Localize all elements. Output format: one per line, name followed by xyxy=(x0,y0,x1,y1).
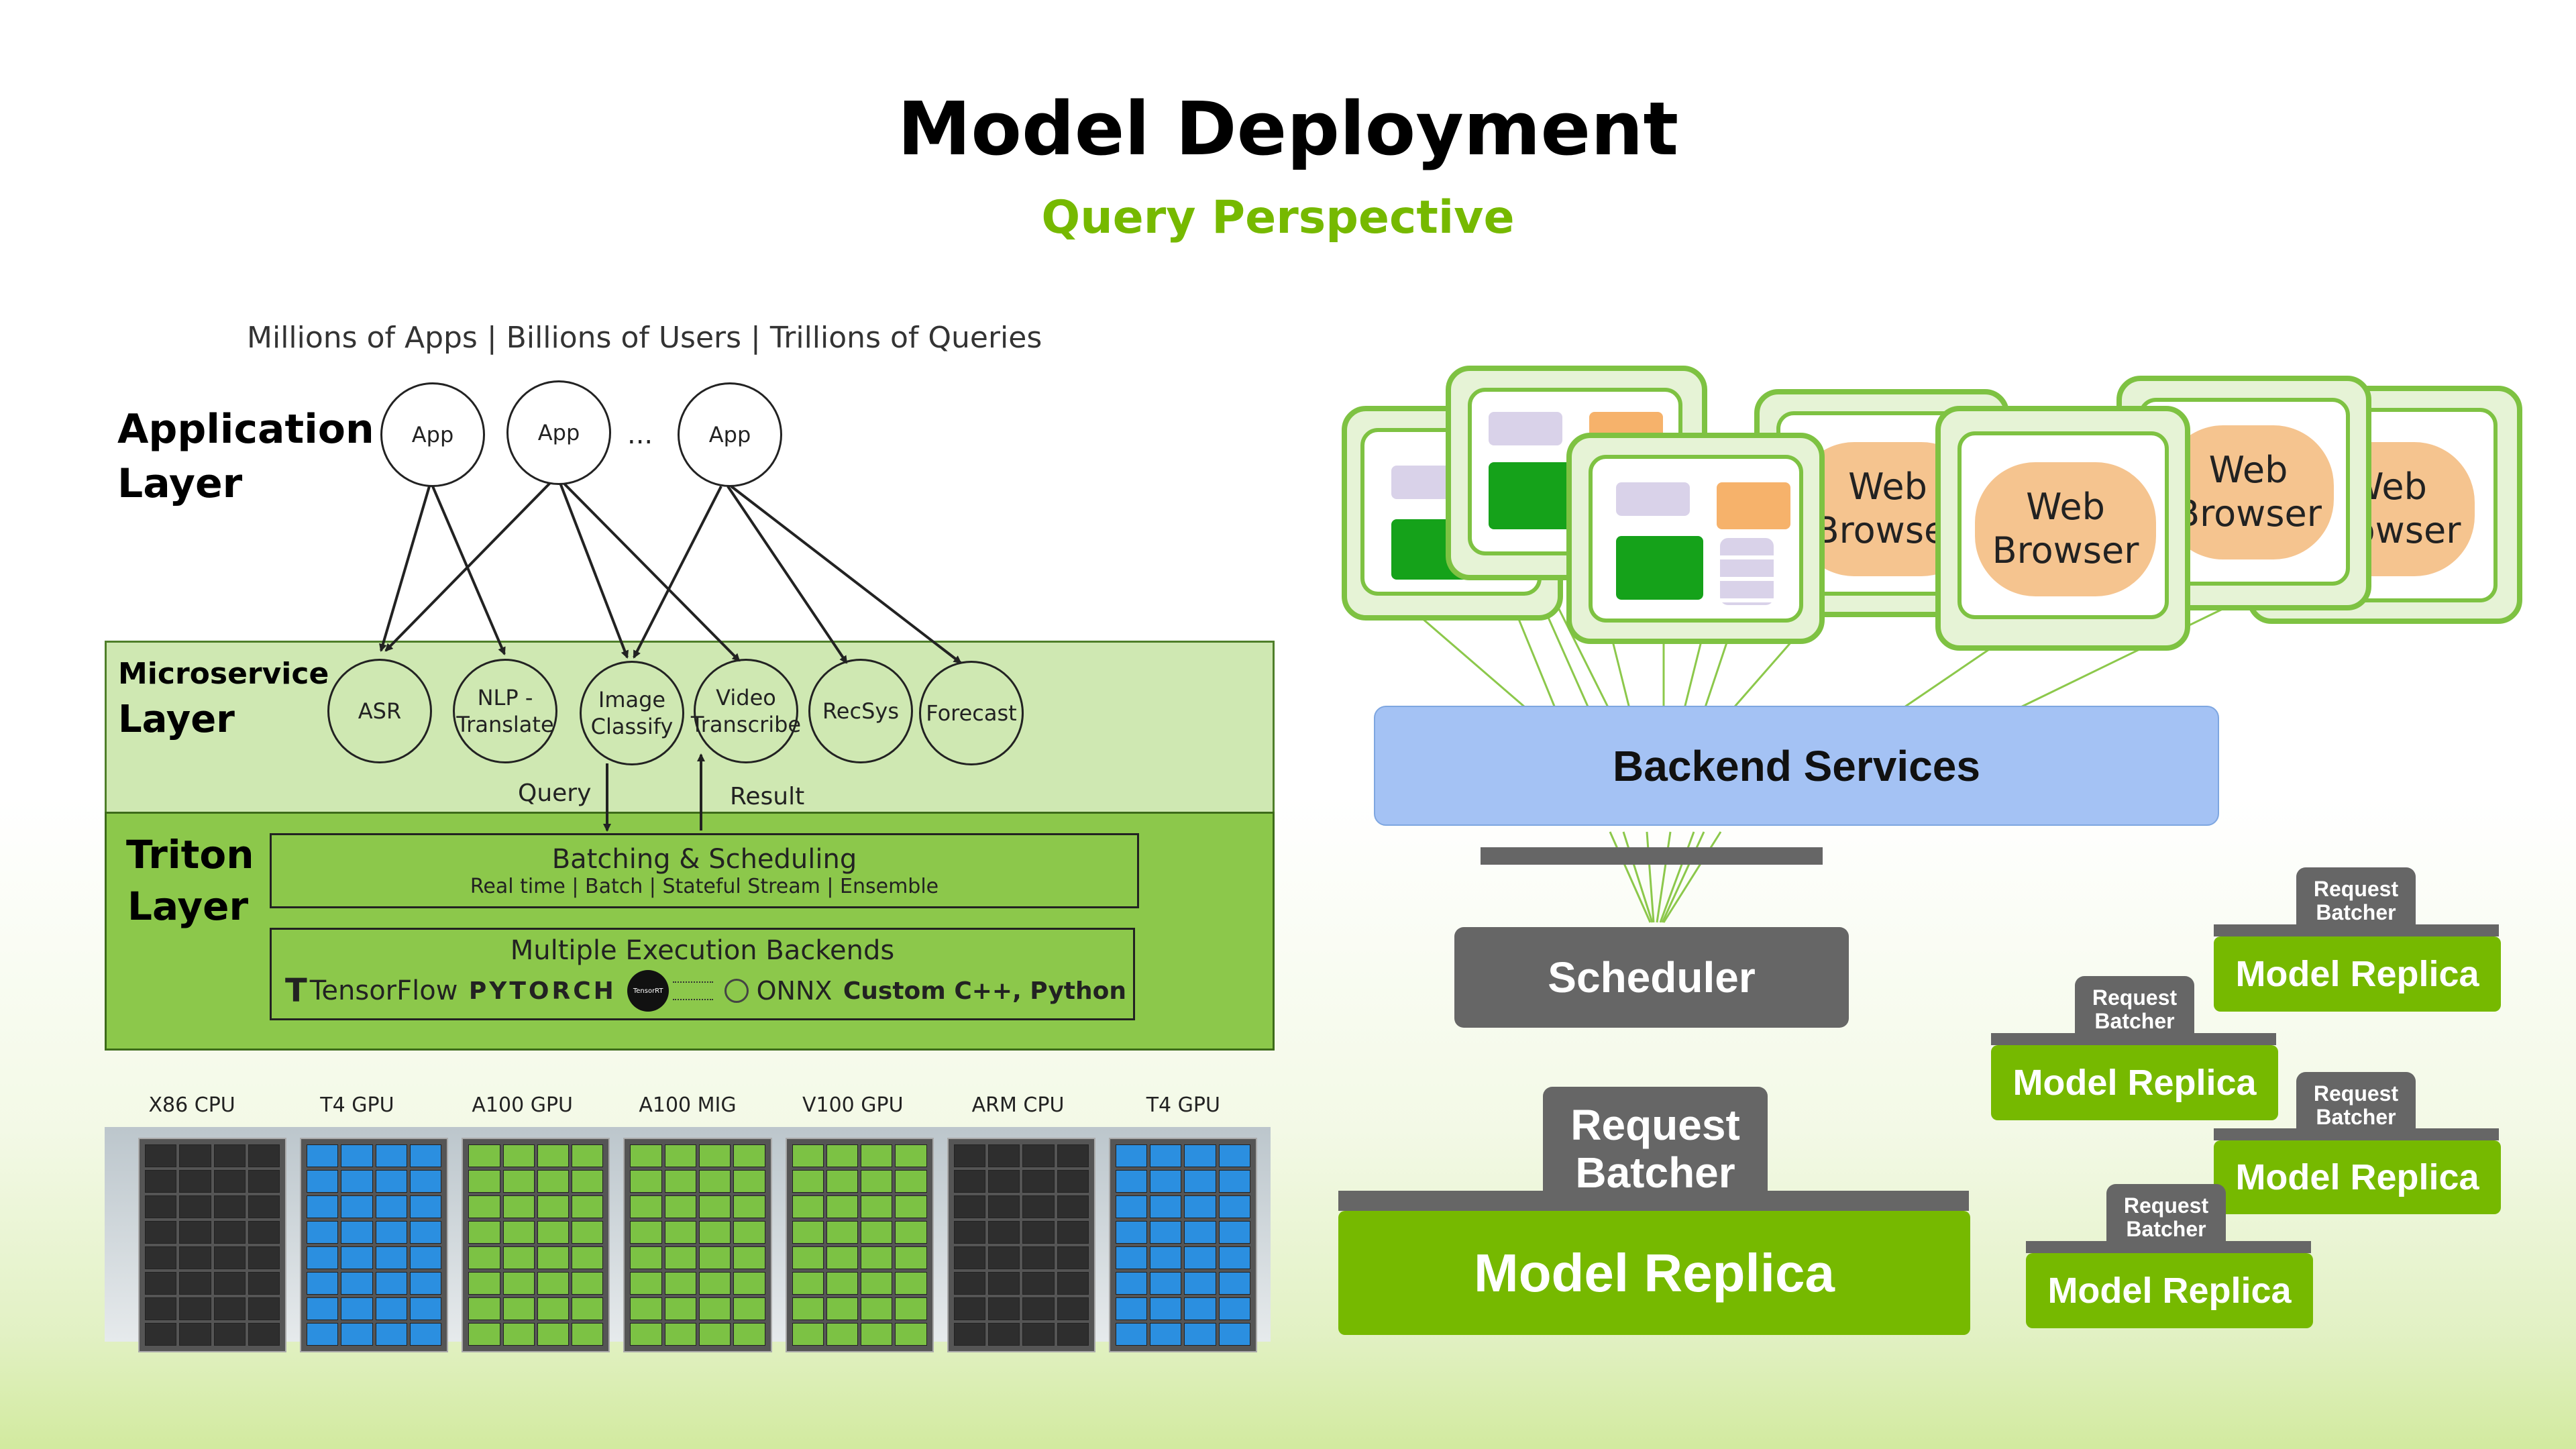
model-replica-small-4: Model Replica xyxy=(2026,1253,2313,1328)
custom-backend-label: Custom C++, Python xyxy=(843,977,1126,1005)
scheduler-box: Scheduler xyxy=(1454,927,1849,1028)
service-asr: ASR xyxy=(327,659,432,763)
rack-t4-gpu xyxy=(300,1138,449,1352)
hw-label-a100-gpu: A100 GPU xyxy=(472,1093,574,1117)
query-label: Query xyxy=(518,780,592,807)
microservice-layer xyxy=(105,641,1275,816)
result-label: Result xyxy=(730,783,805,810)
tensorrt-lines-icon xyxy=(673,981,714,1000)
dependency-arrows xyxy=(379,482,962,832)
hw-label-a100-mig: A100 MIG xyxy=(639,1093,737,1117)
page-title: Model Deployment xyxy=(897,86,1679,172)
ui-placeholder-orange xyxy=(1717,482,1790,529)
app-node-1: App xyxy=(380,382,485,487)
rack-t4-gpu-2 xyxy=(1108,1138,1257,1352)
request-batcher-main: Request Batcher xyxy=(1543,1087,1768,1211)
client-app-card-3 xyxy=(1566,433,1825,644)
service-forecast: Forecast xyxy=(919,661,1024,765)
model-replica-main: Model Replica xyxy=(1338,1211,1970,1335)
web-browser-oval: Web Browser xyxy=(2163,425,2334,559)
hardware-image xyxy=(105,1127,1271,1352)
batching-scheduling-box: Batching & Scheduling Real time | Batch … xyxy=(270,833,1139,908)
model-replica-small-2: Model Replica xyxy=(1991,1045,2278,1120)
tagline: Millions of Apps | Billions of Users | T… xyxy=(247,321,1042,355)
app-node-3: App xyxy=(678,382,782,487)
service-image-classify: Image Classify xyxy=(580,661,684,765)
service-video-transcribe: Video Transcribe xyxy=(691,659,801,763)
request-batcher-small-2: Request Batcher xyxy=(2075,976,2194,1043)
triton-layer-label-top: Triton xyxy=(126,832,254,877)
model-replica-small-1: Model Replica xyxy=(2214,936,2501,1012)
model-replica-small-3: Model Replica xyxy=(2214,1140,2501,1214)
request-batcher-small-4: Request Batcher xyxy=(2106,1184,2226,1251)
hw-label-arm-cpu: ARM CPU xyxy=(971,1093,1065,1117)
web-browser-oval: Web Browser xyxy=(1975,462,2156,596)
page-subtitle: Query Perspective xyxy=(1041,191,1515,244)
service-nlp-translate: NLP - Translate xyxy=(453,659,557,763)
backend-services-box: Backend Services xyxy=(1374,706,2219,826)
ui-placeholder-purple xyxy=(1616,482,1690,516)
triton-layer xyxy=(105,812,1275,1051)
hw-label-t4-gpu: T4 GPU xyxy=(320,1093,394,1117)
ui-placeholder-green xyxy=(1616,536,1703,600)
app-node-2: App xyxy=(506,380,611,485)
execution-backends-box: Multiple Execution Backends T TensorFlow… xyxy=(270,928,1135,1020)
tensorflow-logo: T TensorFlow xyxy=(285,972,458,1010)
rack-a100-mig xyxy=(623,1138,772,1352)
replica-small-4-bar xyxy=(2026,1241,2311,1253)
tensorrt-logo: TensorRT xyxy=(627,970,714,1012)
rack-a100-gpu xyxy=(462,1138,610,1352)
request-batcher-small-3: Request Batcher xyxy=(2296,1072,2416,1139)
replica-main-bar xyxy=(1338,1191,1969,1211)
request-batcher-small-1: Request Batcher xyxy=(2296,867,2416,934)
hw-label-t4-gpu-2: T4 GPU xyxy=(1146,1093,1220,1117)
microservice-layer-label-bottom: Layer xyxy=(118,698,235,741)
replica-small-1-bar xyxy=(2214,924,2499,936)
app-ellipsis: ... xyxy=(627,419,653,450)
tensorflow-icon: T xyxy=(285,972,307,1010)
application-layer-label: Application Layer xyxy=(117,406,374,507)
hw-label-v100-gpu: V100 GPU xyxy=(802,1093,904,1117)
replica-small-2-bar xyxy=(1991,1033,2276,1045)
rack-x86-cpu xyxy=(138,1138,287,1352)
tensorrt-icon: TensorRT xyxy=(627,970,669,1012)
triton-layer-label-bottom: Layer xyxy=(127,883,249,929)
backends-title: Multiple Execution Backends xyxy=(510,935,895,966)
microservice-layer-label-top: Microservice xyxy=(118,657,329,691)
hw-label-x86-cpu: X86 CPU xyxy=(148,1093,235,1117)
onnx-logo: ONNX xyxy=(724,976,832,1006)
hardware-labels: X86 CPU T4 GPU A100 GPU A100 MIG V100 GP… xyxy=(117,1093,1258,1117)
backend-base-bar xyxy=(1481,847,1823,865)
pytorch-logo: PYTORCH xyxy=(468,977,616,1005)
service-recsys: RecSys xyxy=(808,659,913,763)
onnx-icon xyxy=(724,979,749,1003)
batching-subtitle: Real time | Batch | Stateful Stream | En… xyxy=(470,874,939,898)
batching-title: Batching & Scheduling xyxy=(551,843,857,875)
ui-placeholder-bubbles xyxy=(1720,538,1774,605)
rack-v100-gpu xyxy=(785,1138,934,1352)
backend-logos: T TensorFlow PYTORCH TensorRT ONNX Custo… xyxy=(272,966,1133,1012)
ui-placeholder-purple xyxy=(1489,412,1562,445)
replica-small-3-bar xyxy=(2214,1128,2499,1140)
rack-arm-cpu xyxy=(947,1138,1095,1352)
client-web-browser-card-2: Web Browser xyxy=(1935,406,2190,651)
